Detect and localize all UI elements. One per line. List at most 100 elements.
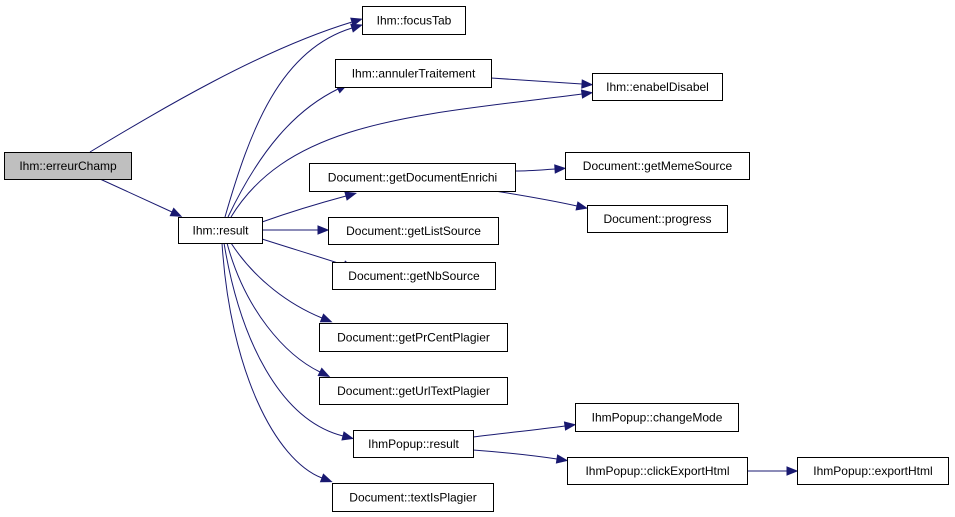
nodes-layer: Ihm::erreurChamp Ihm::focusTabIhm::result…: [4, 6, 949, 512]
node-box[interactable]: [319, 377, 508, 405]
edge-line: [230, 242, 323, 319]
edge-line: [226, 242, 321, 373]
node-progress[interactable]: Document::progress: [587, 205, 728, 233]
edge-line: [472, 449, 558, 460]
node-label[interactable]: Document::getPrCentPlagier: [337, 331, 490, 345]
node-box[interactable]: [319, 323, 508, 352]
edge-getDocumentEnrichi-to-progress: [494, 190, 589, 211]
node-box[interactable]: [797, 457, 949, 485]
edge-line: [261, 195, 347, 223]
node-box[interactable]: [362, 6, 466, 35]
node-label[interactable]: Document::getMemeSource: [583, 159, 733, 173]
arrowhead-icon: [319, 313, 333, 323]
node-exportHtml[interactable]: IhmPopup::exportHtml: [797, 457, 949, 485]
edge-result-to-annulerTraitement: [227, 84, 349, 218]
edge-line: [494, 190, 578, 207]
node-getMemeSource[interactable]: Document::getMemeSource: [565, 152, 750, 180]
node-label[interactable]: Ihm::erreurChamp: [19, 159, 117, 173]
arrowhead-icon: [580, 89, 594, 99]
edge-line: [99, 178, 173, 213]
arrowhead-icon: [575, 201, 589, 211]
node-getUrlTextPlagier[interactable]: Document::getUrlTextPlagier: [319, 377, 508, 405]
node-box[interactable]: [565, 152, 750, 180]
edge-result-to-getPrCentPlagier: [230, 242, 333, 323]
node-label[interactable]: Document::getDocumentEnrichi: [328, 171, 497, 185]
arrowhead-icon: [786, 466, 799, 476]
arrowhead-icon: [317, 225, 330, 235]
edges-layer: [89, 17, 799, 483]
edge-result-to-getUrlTextPlagier: [226, 242, 331, 377]
node-box[interactable]: [309, 163, 516, 192]
arrowhead-icon: [317, 367, 331, 377]
node-label[interactable]: Document::getListSource: [346, 224, 481, 238]
node-box[interactable]: [587, 205, 728, 233]
node-label[interactable]: IhmPopup::changeMode: [592, 411, 723, 425]
edge-line: [221, 242, 323, 479]
arrowhead-icon: [563, 421, 577, 431]
edge-line: [472, 425, 566, 438]
node-box[interactable]: [567, 457, 748, 485]
edge-getDocumentEnrichi-to-getMemeSource: [514, 164, 567, 174]
edge-result-to-getDocumentEnrichi: [261, 191, 357, 223]
node-box[interactable]: [178, 217, 263, 244]
node-label[interactable]: Ihm::annulerTraitement: [352, 67, 476, 81]
node-erreurChamp[interactable]: Ihm::erreurChamp: [4, 152, 132, 180]
edge-result-to-enabelDisabel: [230, 89, 594, 218]
node-label[interactable]: Ihm::result: [192, 224, 249, 238]
node-label[interactable]: Ihm::focusTab: [377, 14, 452, 28]
node-focusTab[interactable]: Ihm::focusTab: [362, 6, 466, 35]
node-getDocumentEnrichi[interactable]: Document::getDocumentEnrichi: [309, 163, 516, 192]
node-label[interactable]: Document::progress: [603, 212, 711, 226]
node-box[interactable]: [353, 430, 474, 458]
node-label[interactable]: Document::textIsPlagier: [349, 491, 476, 505]
edge-result-to-getListSource: [262, 225, 330, 235]
node-label[interactable]: IhmPopup::clickExportHtml: [585, 464, 729, 478]
node-box[interactable]: [335, 59, 492, 88]
edge-result-to-textIsPlagier: [221, 242, 333, 483]
edge-line: [230, 93, 583, 218]
node-box[interactable]: [592, 73, 723, 101]
node-label[interactable]: IhmPopup::result: [368, 437, 459, 451]
node-annulerTraitement[interactable]: Ihm::annulerTraitement: [335, 59, 492, 88]
node-box[interactable]: [332, 483, 494, 512]
edge-line: [224, 27, 353, 218]
node-changeMode[interactable]: IhmPopup::changeMode: [575, 403, 739, 432]
node-label[interactable]: Document::getNbSource: [348, 269, 480, 283]
node-getNbSource[interactable]: Document::getNbSource: [332, 262, 496, 290]
edge-popupResult-to-clickExportHtml: [472, 449, 569, 464]
node-label[interactable]: Document::getUrlTextPlagier: [337, 384, 490, 398]
edge-erreurChamp-to-focusTab: [89, 17, 363, 153]
node-getPrCentPlagier[interactable]: Document::getPrCentPlagier: [319, 323, 508, 352]
arrowhead-icon: [581, 79, 594, 89]
edge-annulerTraitement-to-enabelDisabel: [490, 77, 594, 89]
node-clickExportHtml[interactable]: IhmPopup::clickExportHtml: [567, 457, 748, 485]
node-popupResult[interactable]: IhmPopup::result: [353, 430, 474, 458]
edge-result-to-popupResult: [223, 242, 354, 441]
node-enabelDisabel[interactable]: Ihm::enabelDisabel: [592, 73, 723, 101]
arrowhead-icon: [169, 207, 183, 217]
arrowhead-icon: [341, 431, 354, 441]
node-box[interactable]: [4, 152, 132, 180]
arrowhead-icon: [319, 473, 333, 483]
arrowhead-icon: [350, 23, 363, 33]
edge-line: [227, 88, 339, 218]
node-box[interactable]: [332, 262, 496, 290]
edge-result-to-focusTab: [224, 23, 363, 218]
edge-line: [514, 168, 556, 172]
edge-clickExportHtml-to-exportHtml: [747, 466, 799, 476]
arrowhead-icon: [554, 164, 567, 174]
edge-line: [223, 242, 344, 437]
node-textIsPlagier[interactable]: Document::textIsPlagier: [332, 483, 494, 512]
node-getListSource[interactable]: Document::getListSource: [328, 217, 499, 245]
arrowhead-icon: [555, 454, 569, 464]
node-result[interactable]: Ihm::result: [178, 217, 263, 244]
node-box[interactable]: [328, 217, 499, 245]
node-label[interactable]: Ihm::enabelDisabel: [606, 80, 709, 94]
arrowhead-icon: [344, 191, 357, 201]
edge-line: [490, 77, 583, 85]
node-box[interactable]: [575, 403, 739, 432]
edge-popupResult-to-changeMode: [472, 421, 577, 438]
edge-line: [89, 21, 353, 153]
node-label[interactable]: IhmPopup::exportHtml: [813, 464, 932, 478]
